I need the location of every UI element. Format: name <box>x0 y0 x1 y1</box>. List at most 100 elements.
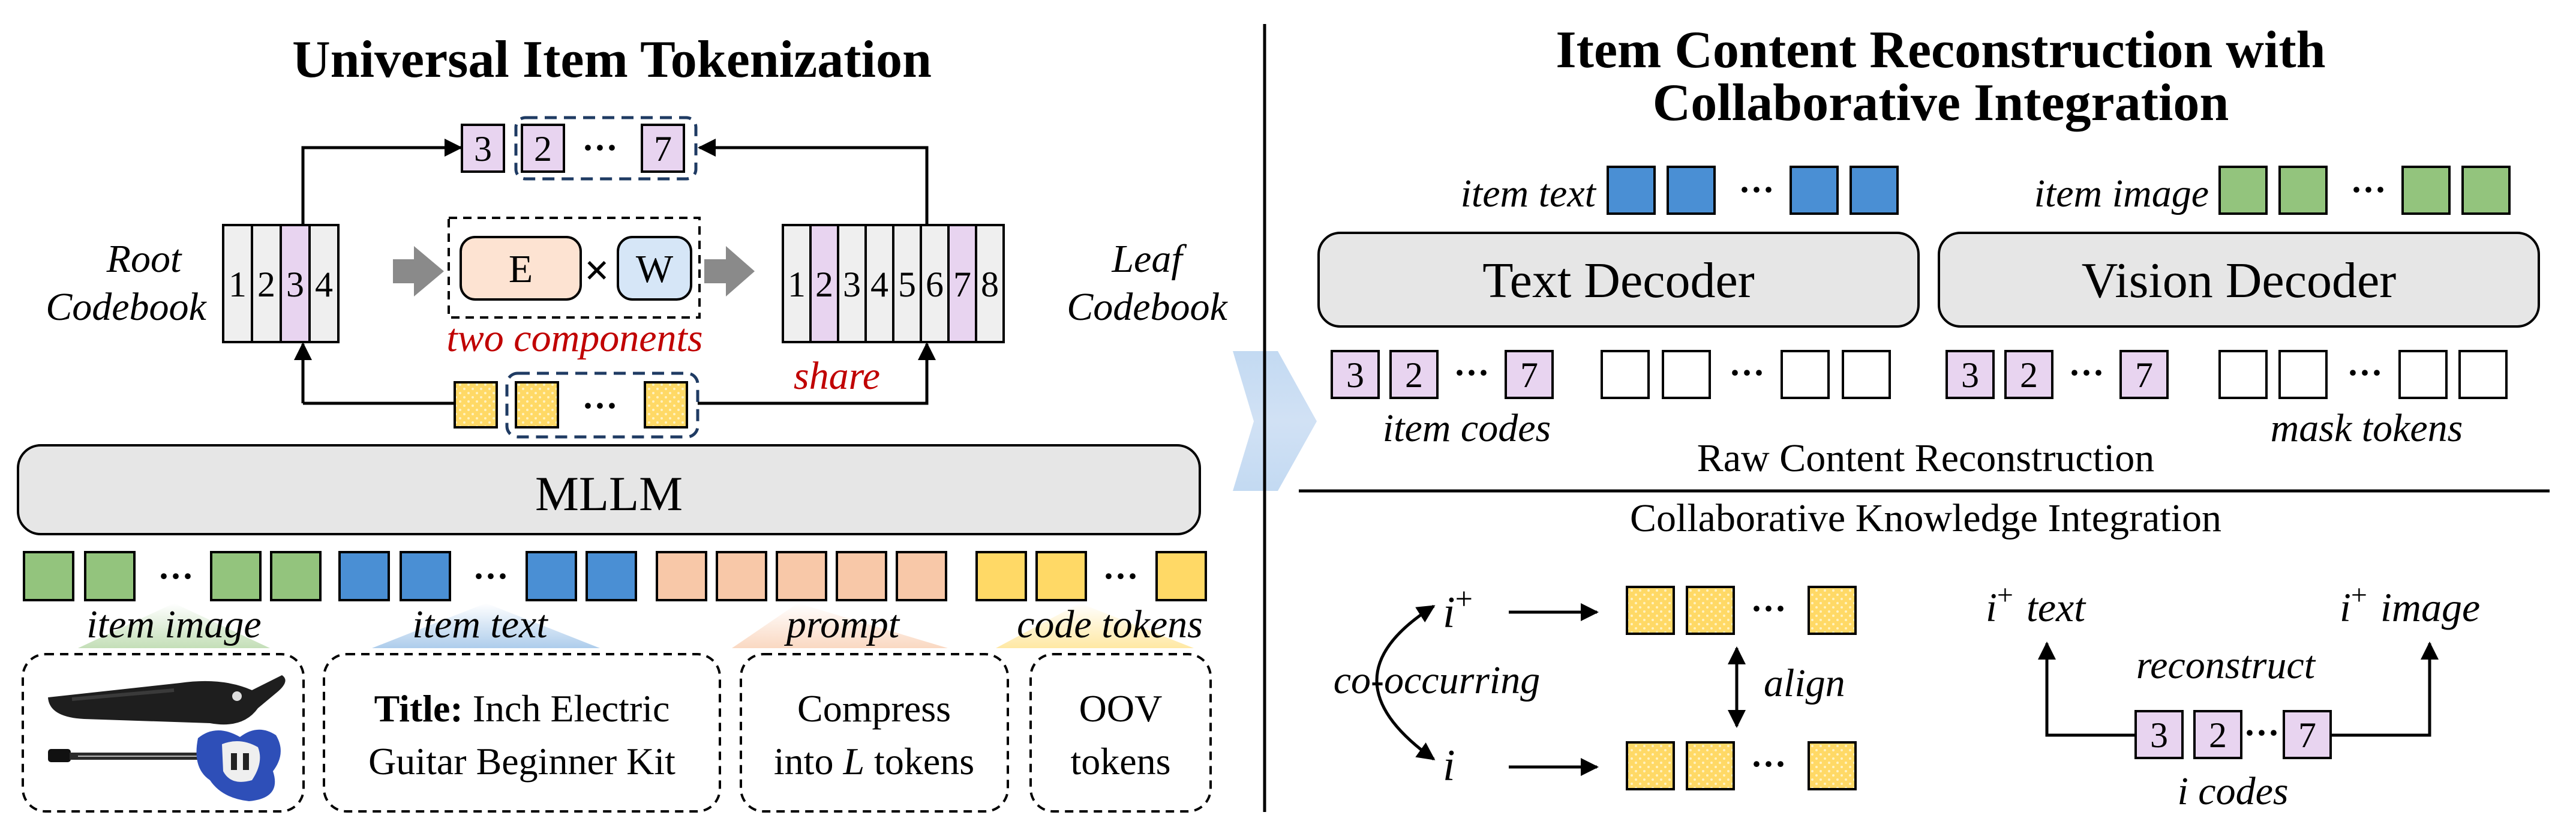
share-label: share <box>794 354 880 398</box>
leaf-codebook-label-1: Leaf <box>1111 237 1187 281</box>
title-rest: Inch Electric <box>463 687 670 730</box>
leaf-cell-6: 6 <box>926 265 944 304</box>
text-decoder-block <box>1317 232 1920 328</box>
green-ellipsis: ··· <box>158 556 194 596</box>
reconstruct-right-arrow <box>2331 642 2439 737</box>
text-decoder-label: Text Decoder <box>1482 253 1755 308</box>
ic-ellipsis: ··· <box>2244 713 2280 753</box>
right-title-1: Item Content Reconstruction with <box>1556 21 2325 79</box>
tl-code-3: 7 <box>1520 355 1538 395</box>
prompt-label: prompt <box>784 603 900 646</box>
tl-code-ellipsis: ··· <box>1454 353 1490 392</box>
i-codes-row: 3 2 ··· 7 <box>2134 710 2332 759</box>
leaf-to-codes-arrow <box>698 139 929 225</box>
collab-knowledge-label: Collaborative Knowledge Integration <box>1630 496 2221 540</box>
root-codebook-label-2: Codebook <box>46 285 207 329</box>
text-box-line-1: Title: Inch Electric <box>374 687 670 730</box>
item-text-top-label: item text <box>1461 172 1597 215</box>
left-title: Universal Item Tokenization <box>292 31 932 89</box>
prompt-box-line-1: Compress <box>797 687 951 730</box>
tokens-to-leaf-arrow <box>698 342 936 405</box>
leaf-cell-8: 8 <box>981 265 999 304</box>
right-title-2: Collaborative Integration <box>1653 74 2229 132</box>
prompt-box-line-2: into L tokens <box>774 740 974 783</box>
prompt-box <box>740 653 1009 813</box>
image-spotlight <box>78 603 270 648</box>
text-box <box>323 653 721 813</box>
chevron-transition <box>1233 351 1317 491</box>
i-bottom: i <box>1443 741 1455 790</box>
leaf-cell-5: 5 <box>898 265 916 304</box>
vr-mask-ellipsis: ··· <box>2347 353 2383 392</box>
blue-ellipsis: ··· <box>473 556 509 596</box>
mllm-block <box>17 444 1201 535</box>
two-components: E × W <box>448 217 701 319</box>
reconstruct-left-arrow <box>2038 642 2136 737</box>
component-e: E <box>509 247 533 291</box>
leaf-cell-1: 1 <box>788 265 806 304</box>
input-token-row: ··· ··· ··· <box>23 551 1207 601</box>
top-code-3: 7 <box>654 129 672 169</box>
vision-decoder-label: Vision Decoder <box>2082 253 2396 308</box>
i-plus-image-label: i+image <box>2340 579 2480 630</box>
i-plus-top-plus: + <box>1455 582 1473 616</box>
prompt-spotlight <box>732 603 948 648</box>
oov-line-1: OOV <box>1079 687 1163 730</box>
ic-2: 2 <box>2209 715 2227 755</box>
ipi-image: image <box>2380 585 2480 630</box>
item-image-label: item image <box>86 603 261 646</box>
leaf-cell-3: 3 <box>843 265 861 304</box>
vr-code-3: 7 <box>2135 355 2153 395</box>
reconstruct-label: reconstruct <box>2136 643 2316 687</box>
vision-decoder-inputs: 3 2 ··· 7 ··· <box>1945 350 2508 399</box>
i-ellipsis: ··· <box>1751 744 1787 784</box>
item-image-tokens: ··· <box>2218 166 2511 215</box>
i-plus-top-i: i <box>1443 588 1455 637</box>
prompt-into: into <box>774 740 843 783</box>
arrow-left-icon <box>393 246 444 296</box>
yellow-ellipsis: ··· <box>1103 556 1139 596</box>
arrow-right-icon <box>704 246 755 296</box>
ipi-plus: + <box>2351 579 2367 611</box>
root-cell-4: 4 <box>315 265 333 304</box>
ic-3: 7 <box>2298 715 2316 755</box>
top-code-1: 3 <box>474 129 492 169</box>
code-token-ellipsis: ··· <box>582 386 618 426</box>
ipt-plus: + <box>1997 579 2013 611</box>
guitar-case-image <box>48 675 286 725</box>
prompt-tokens: tokens <box>864 740 974 783</box>
i-plus-top: i+ <box>1443 582 1473 637</box>
title-bold: Title: <box>374 687 463 730</box>
top-code-2: 2 <box>534 129 552 169</box>
image-box <box>22 653 305 813</box>
raw-recon-label: Raw Content Reconstruction <box>1697 436 2155 480</box>
oov-line-2: tokens <box>1070 740 1170 783</box>
vr-code-1: 3 <box>1961 355 1979 395</box>
item-image-top-label: item image <box>2034 172 2209 215</box>
item-text-ellipsis: ··· <box>1739 170 1775 209</box>
leaf-codebook-label-2: Codebook <box>1067 285 1228 329</box>
oov-box <box>1029 653 1212 813</box>
i-plus-ellipsis: ··· <box>1751 589 1787 628</box>
ic-1: 3 <box>2150 715 2168 755</box>
leaf-cell-4: 4 <box>870 265 888 304</box>
root-codebook-label-1: Root <box>106 237 182 281</box>
top-code-row: 3 2 ··· 7 <box>461 116 698 181</box>
item-codes-label: item codes <box>1383 406 1551 450</box>
root-cell-1: 1 <box>229 265 247 304</box>
root-codebook: 1 2 3 4 <box>222 224 340 343</box>
item-text-label: item text <box>412 603 548 646</box>
leaf-codebook: 1 2 3 4 5 6 7 8 <box>782 224 1005 343</box>
tl-code-2: 2 <box>1405 355 1423 395</box>
text-box-line-2: Guitar Beginner Kit <box>368 740 675 783</box>
item-image-ellipsis: ··· <box>2350 170 2386 209</box>
ipt-text: text <box>2026 585 2086 630</box>
item-text-tokens: ··· <box>1607 166 1899 215</box>
mask-tokens-label: mask tokens <box>2271 406 2463 450</box>
code-spotlight <box>996 603 1194 648</box>
vr-code-ellipsis: ··· <box>2068 353 2104 392</box>
two-components-caption: two components <box>446 316 702 360</box>
text-decoder-inputs: 3 2 ··· 7 ··· <box>1331 350 1891 399</box>
vr-code-2: 2 <box>2020 355 2038 395</box>
